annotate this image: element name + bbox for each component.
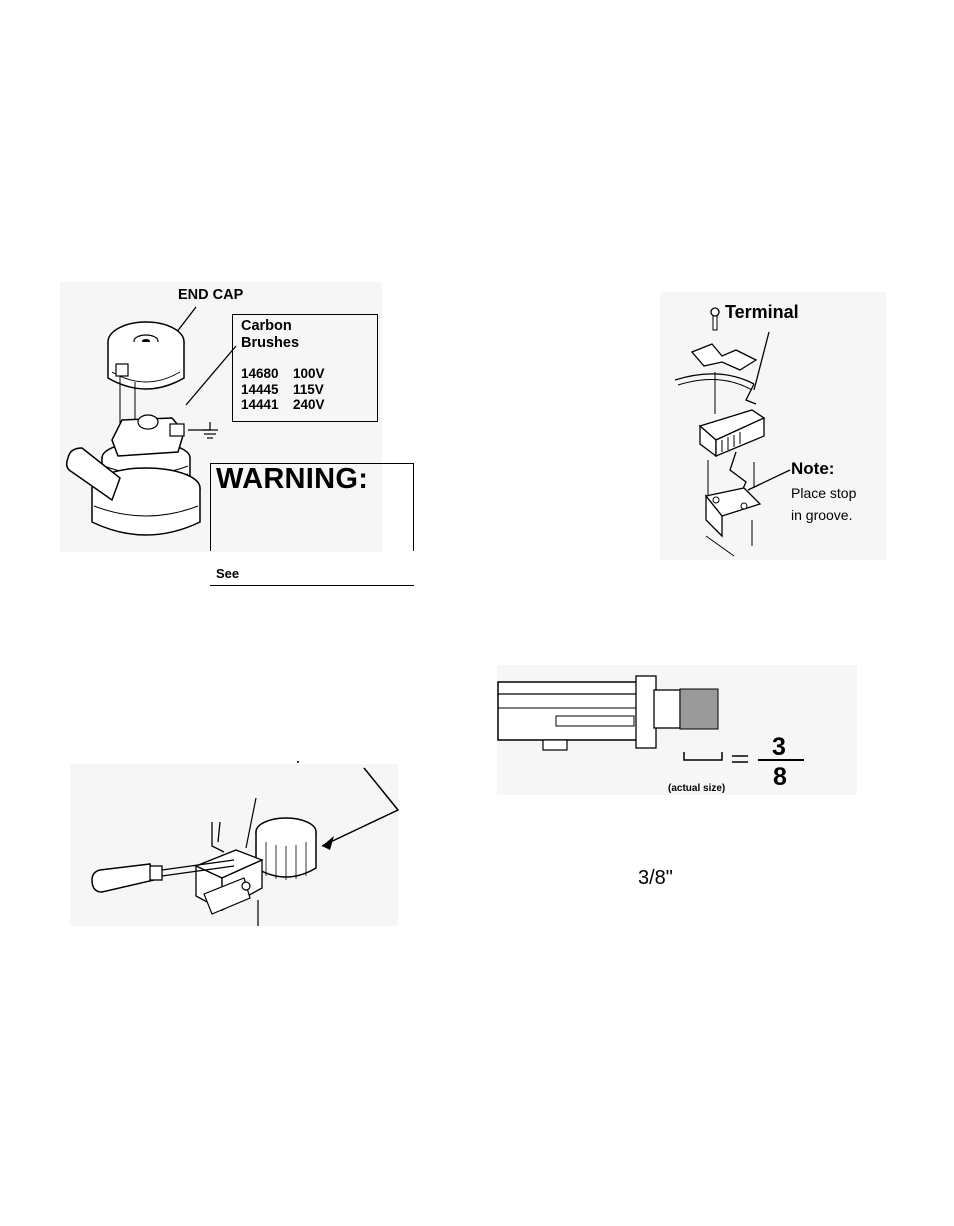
measurement-label: 3/8" <box>638 867 673 889</box>
part-number: 14680 <box>241 366 279 381</box>
voltage: 240V <box>293 397 325 412</box>
note-line-2: in groove. <box>791 507 853 523</box>
carbon-brushes-box: Carbon Brushes 14680 100V 14445 115V 144… <box>232 314 378 422</box>
see-underline <box>210 585 414 586</box>
brush-row: 14680 100V <box>241 366 369 382</box>
note-line-1: Place stop <box>791 485 857 501</box>
voltage: 100V <box>293 366 325 381</box>
brush-row: 14441 240V <box>241 397 369 413</box>
warning-box: WARNING: <box>210 463 414 551</box>
terminal-figure <box>660 292 886 560</box>
actual-size-caption: (actual size) <box>668 783 726 794</box>
part-number: 14441 <box>241 397 279 412</box>
fraction-denominator: 8 <box>773 763 787 791</box>
fraction-numerator: 3 <box>772 733 786 761</box>
warning-title: WARNING: <box>216 463 369 495</box>
carbon-brushes-title-1: Carbon <box>241 318 292 334</box>
see-label: See <box>216 566 240 581</box>
part-number: 14445 <box>241 381 279 397</box>
carbon-brushes-title-2: Brushes <box>241 335 300 351</box>
note-title: Note: <box>791 459 835 478</box>
voltage: 115V <box>293 381 324 397</box>
brush-row: 14445 115V <box>241 382 369 398</box>
end-cap-label: END CAP <box>178 287 244 303</box>
terminal-label: Terminal <box>725 302 799 322</box>
